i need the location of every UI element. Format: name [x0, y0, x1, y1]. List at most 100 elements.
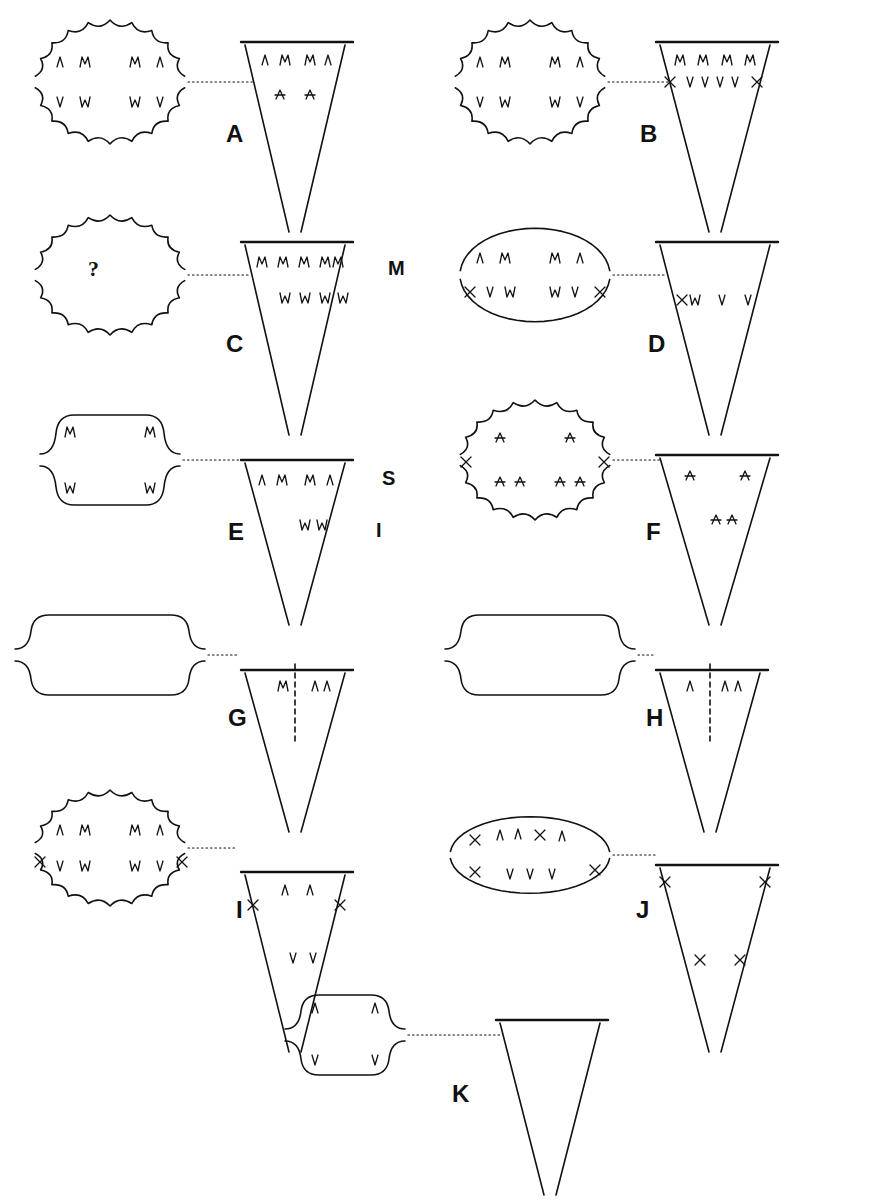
cell-mark	[577, 253, 583, 263]
unknown-mark: ?	[88, 258, 99, 280]
cell-mark	[559, 831, 565, 841]
cell-mark	[745, 55, 755, 65]
dotted-connector	[613, 854, 655, 855]
cell-mark	[317, 520, 327, 530]
cell-mark	[280, 293, 290, 303]
cell-mark	[698, 55, 708, 65]
pollen-wall	[15, 615, 205, 649]
panel-label: G	[228, 706, 247, 730]
dotted-connector	[208, 654, 239, 655]
cell-mark	[310, 953, 316, 963]
triangle-side	[301, 45, 345, 232]
triangle-top	[241, 459, 353, 461]
triangle-side	[660, 458, 709, 625]
cell-mark	[497, 830, 503, 840]
cell-mark	[312, 1055, 318, 1065]
cell-mark	[300, 293, 310, 303]
triangle-side	[245, 463, 289, 625]
cell-mark	[157, 97, 163, 107]
triangle-side	[660, 868, 709, 1052]
pollen-wall	[460, 466, 609, 520]
triangle-top	[656, 41, 778, 43]
cell-mark	[470, 867, 480, 877]
cell-mark	[278, 257, 288, 267]
cell-mark	[735, 955, 745, 965]
panel-label: F	[646, 520, 661, 544]
dotted-connector	[638, 654, 654, 655]
triangle-side	[500, 1023, 544, 1195]
panel-label: E	[228, 520, 244, 544]
triangle-side	[245, 45, 289, 232]
cell-mark	[575, 477, 585, 486]
cell-mark	[461, 457, 471, 467]
part-label: M	[388, 258, 405, 278]
cell-mark	[278, 681, 288, 691]
triangle-side	[716, 673, 760, 832]
triangle-side	[245, 875, 289, 1052]
cell-mark	[722, 681, 728, 691]
cell-mark	[335, 900, 345, 910]
cell-mark	[35, 857, 45, 867]
panel-label: A	[226, 122, 243, 146]
triangle-top	[241, 241, 353, 243]
cell-mark	[687, 681, 693, 691]
cell-mark	[65, 427, 75, 437]
cell-mark	[145, 483, 155, 493]
cell-mark	[599, 457, 609, 467]
cell-mark	[732, 77, 738, 87]
cell-mark	[280, 55, 290, 65]
cell-mark	[690, 295, 700, 305]
cell-mark	[157, 861, 163, 871]
cell-mark	[305, 55, 315, 65]
cell-mark	[290, 953, 296, 963]
pollen-wall	[285, 1041, 405, 1075]
cell-mark	[527, 869, 533, 879]
cell-mark	[372, 1055, 378, 1065]
cell-mark	[130, 97, 140, 107]
cell-mark	[325, 55, 331, 65]
triangle-top	[241, 41, 353, 43]
cell-mark	[57, 861, 63, 871]
triangle-side	[660, 673, 704, 832]
triangle-top	[241, 669, 353, 671]
panel-label: H	[646, 706, 663, 730]
cell-mark	[745, 295, 751, 305]
triangle-side	[660, 45, 709, 232]
cell-mark	[282, 885, 288, 895]
cell-mark	[300, 520, 310, 530]
cell-mark	[299, 257, 309, 267]
cell-mark	[65, 483, 75, 493]
cell-mark	[312, 1003, 318, 1013]
cell-mark	[477, 57, 483, 67]
dotted-connector	[188, 81, 252, 82]
cell-mark	[717, 77, 723, 87]
cell-mark	[677, 295, 687, 305]
panel-label: I	[236, 898, 243, 922]
cell-mark	[262, 55, 268, 65]
part-label: I	[376, 520, 382, 540]
cell-mark	[145, 427, 155, 437]
dotted-connector	[608, 81, 668, 82]
cell-mark	[372, 1003, 378, 1013]
cell-mark	[500, 97, 510, 107]
pollen-wall	[35, 281, 184, 335]
cell-mark	[550, 57, 560, 67]
pollen-wall	[455, 20, 604, 76]
cell-mark	[259, 475, 265, 485]
triangle-top	[241, 871, 353, 873]
cell-mark	[550, 253, 560, 263]
pollen-wall	[35, 88, 184, 144]
cell-mark	[157, 57, 163, 67]
triangle-side	[245, 673, 289, 832]
cell-mark	[515, 829, 521, 839]
triangle-side	[721, 868, 770, 1052]
cell-mark	[719, 295, 725, 305]
cell-mark	[535, 830, 545, 840]
pollen-wall	[445, 661, 635, 695]
cell-mark	[320, 257, 330, 267]
dashed-divide	[294, 664, 296, 745]
cell-mark	[327, 475, 333, 485]
cell-mark	[660, 877, 670, 887]
cell-mark	[572, 287, 578, 297]
cell-mark	[500, 253, 510, 263]
